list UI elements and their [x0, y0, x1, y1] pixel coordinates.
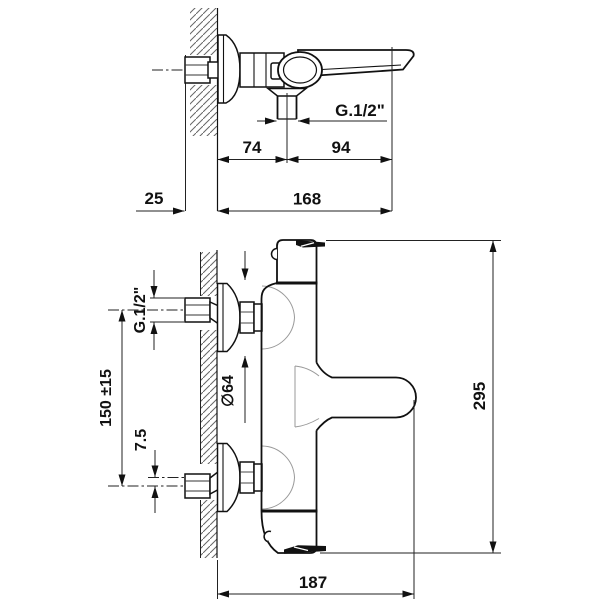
boss-arc [261, 285, 296, 350]
dim-inlet-distance: 150 ±15 [98, 369, 115, 427]
dim-outlet-thread: G.1/2" [335, 101, 385, 120]
dim-wall-to-outlet: 74 [243, 138, 262, 157]
dim-escutcheon-diameter: ∅64 [220, 375, 237, 407]
side-screw [263, 530, 272, 543]
inlet-nut [184, 473, 211, 499]
escutcheon [216, 442, 241, 513]
body-left-edge [260, 282, 278, 511]
wall-section-top [185, 8, 219, 211]
dim-overall-width: 187 [299, 573, 327, 592]
escutcheon [216, 282, 241, 353]
front-view: G.1/2" 150 ±15 7.5 ∅64 295 187 [98, 239, 501, 599]
inlet-nut [184, 56, 211, 84]
front-view-dimensions: G.1/2" 150 ±15 7.5 ∅64 295 187 [98, 240, 501, 599]
wall-section-front [199, 250, 218, 558]
dim-overall-height: 295 [470, 382, 489, 410]
dim-outlet-to-tip: 94 [332, 138, 351, 157]
upper-inlet [184, 282, 263, 353]
inlet-nut [184, 297, 211, 323]
threaded-connector [239, 301, 255, 334]
top-view-dimensions: G.1/2" 74 94 25 168 [136, 47, 393, 215]
top-view: G.1/2" 74 94 25 168 [136, 8, 415, 215]
spout-front-view [315, 362, 417, 432]
side-screw [270, 247, 278, 261]
escutcheon-profile [217, 34, 241, 104]
dim-total-projection: 168 [293, 190, 321, 209]
dim-wall-thickness: 25 [145, 189, 164, 208]
threaded-connector [239, 461, 255, 494]
mixer-body-top-view [152, 34, 415, 163]
dim-inlet-thread: G.1/2" [132, 287, 149, 334]
dim-eccentric-offset: 7.5 [133, 429, 150, 451]
lower-inlet [184, 442, 263, 513]
boss-arc [261, 445, 296, 510]
mixer-body-front-view [260, 239, 417, 554]
